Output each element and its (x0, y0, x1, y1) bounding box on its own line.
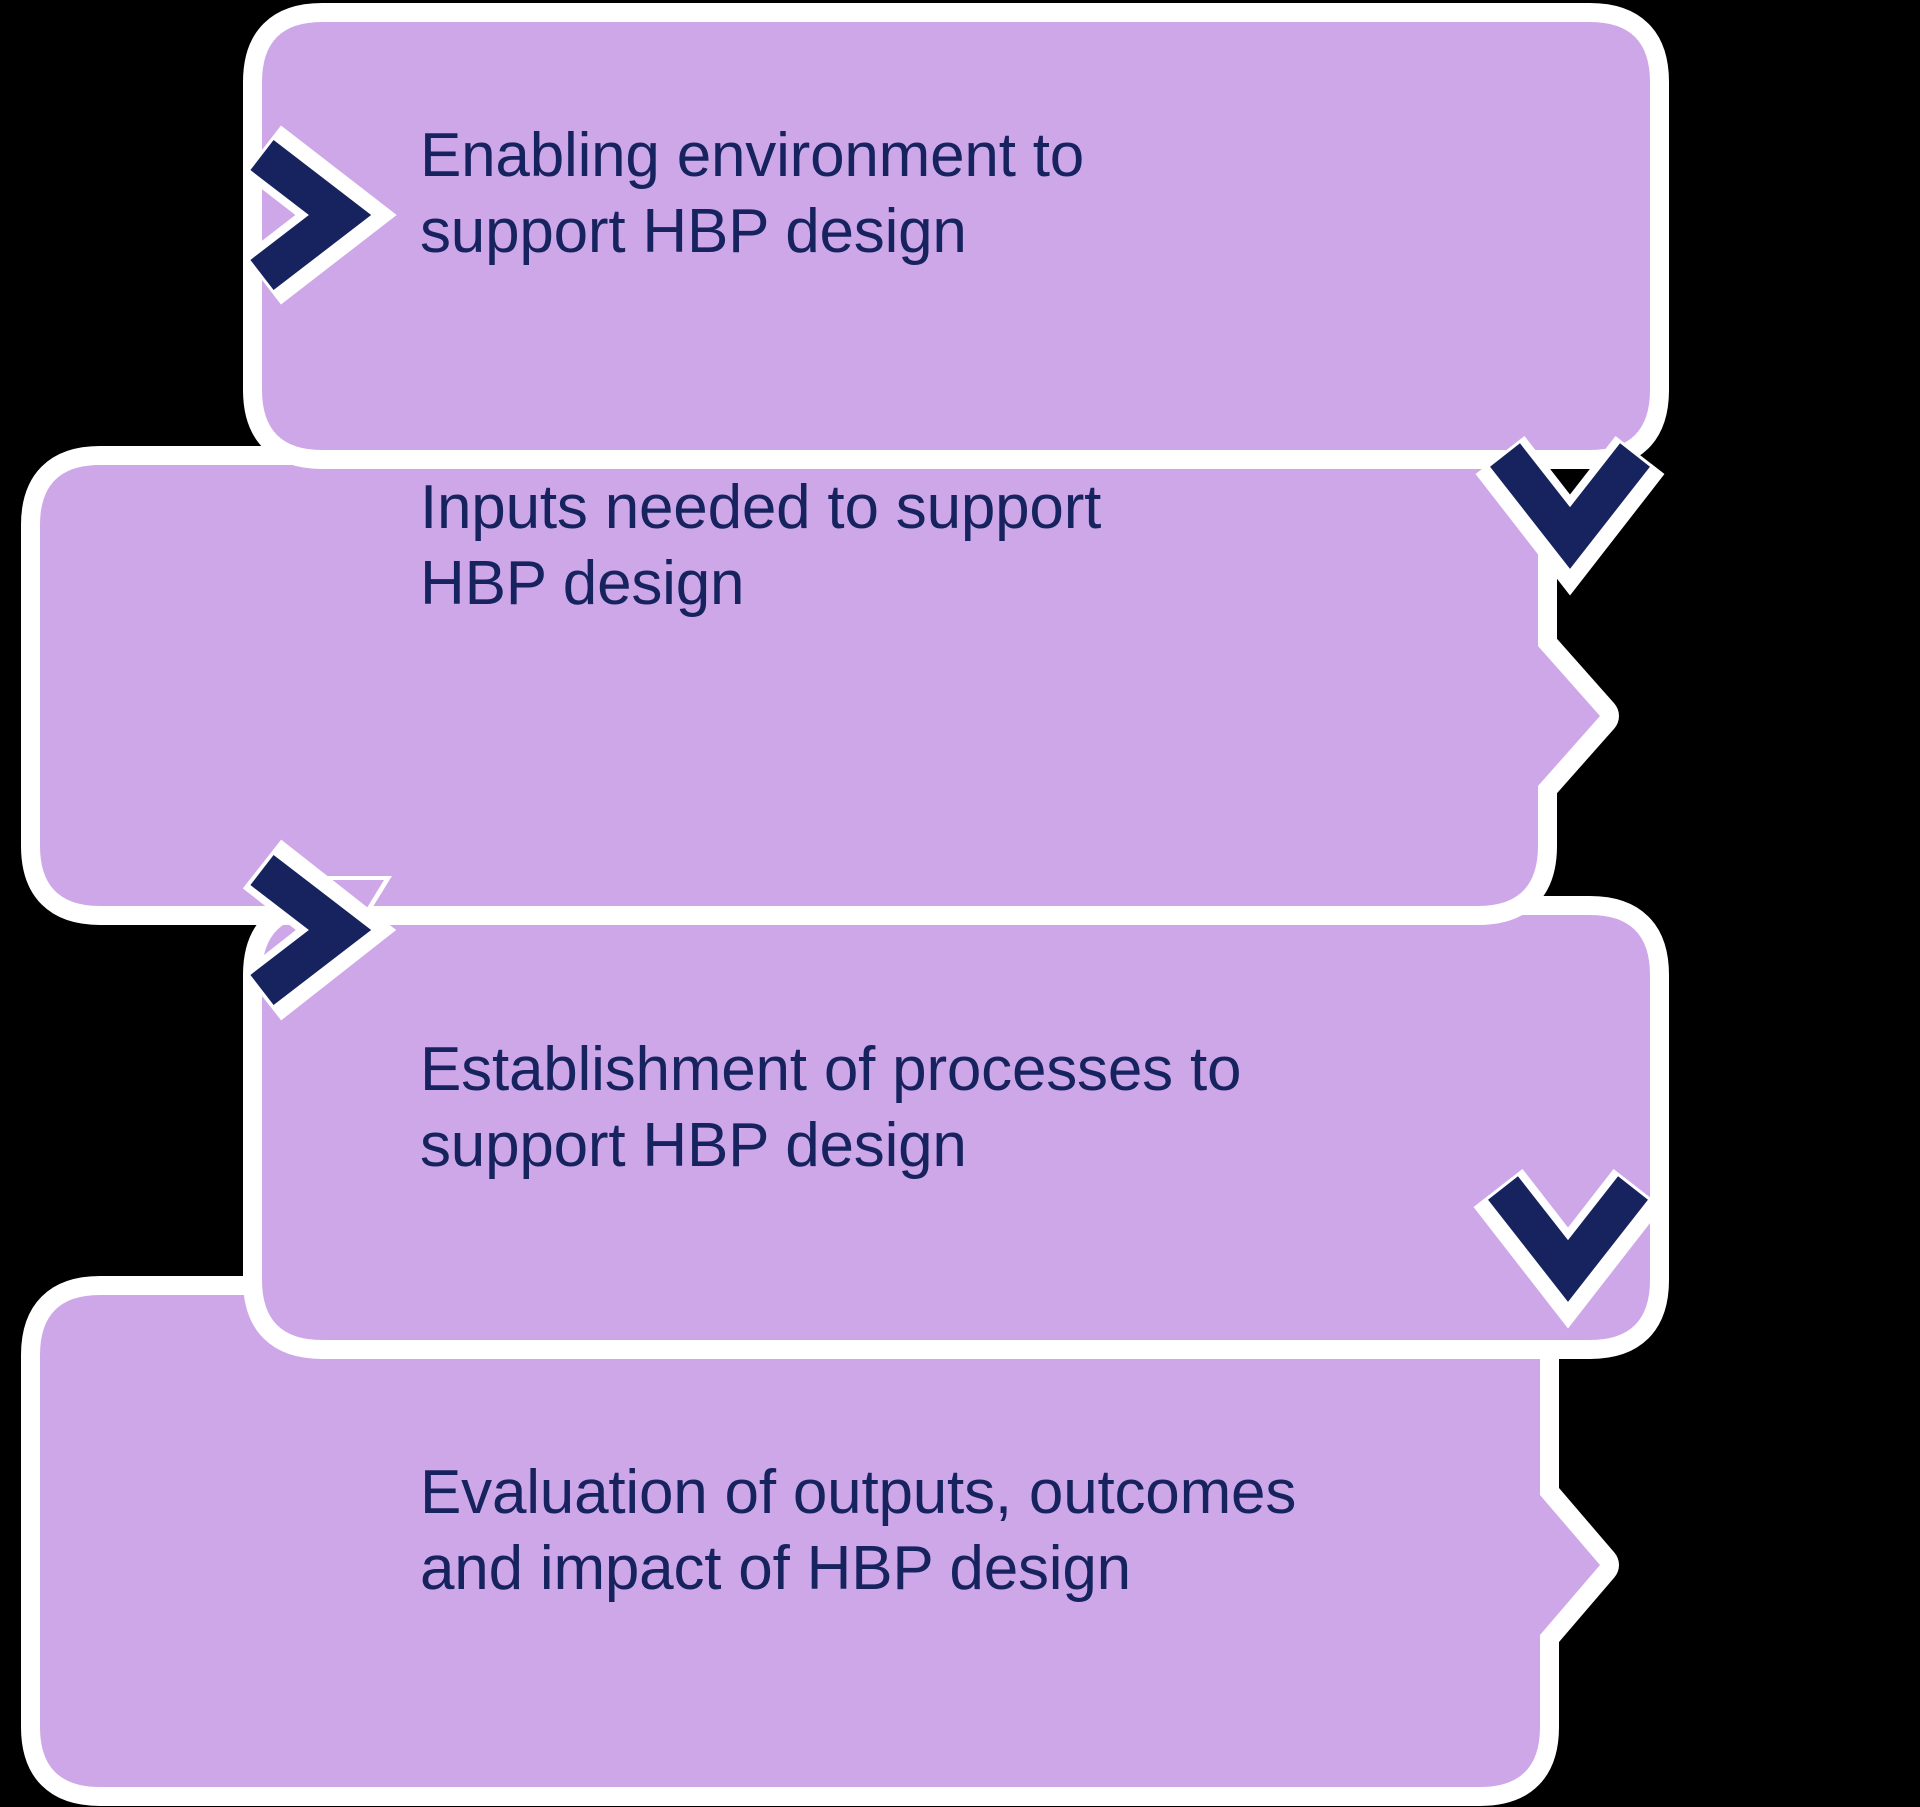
step-1-shape[interactable] (243, 3, 1669, 469)
step-4-box-fill (40, 1295, 1600, 1787)
step-1-right-chevron-icon (243, 125, 397, 305)
step-1-to-2-down-chevron-icon (1475, 435, 1665, 596)
step-2-shape[interactable] (21, 446, 1619, 925)
step-1-box-fill (262, 22, 1650, 450)
step-3-to-4-down-chevron-icon (1473, 1168, 1663, 1329)
step-2-box-fill (40, 465, 1600, 906)
step-3-shape[interactable] (243, 896, 1669, 1359)
step-3-box-fill (262, 915, 1650, 1340)
step-4-shape[interactable] (21, 1276, 1619, 1806)
step-3-right-chevron-icon (242, 839, 397, 1021)
